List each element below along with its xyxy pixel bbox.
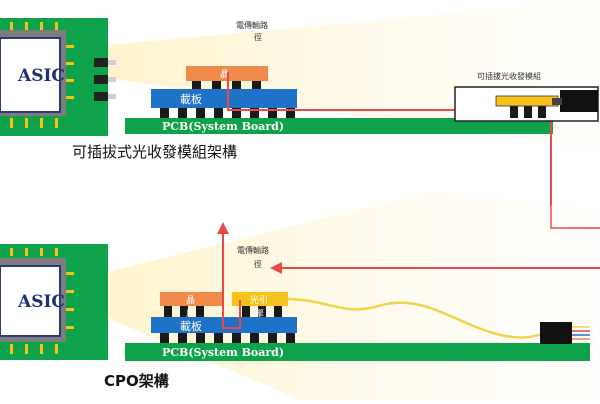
asic-board-top: ASIC: [0, 18, 116, 136]
caption-bottom: CPO架構: [104, 372, 169, 390]
electrical-path-label-bottom-1: 電傳輸路: [237, 245, 269, 255]
caption-top: 可插拔式光收發模組架構: [72, 143, 237, 161]
substrate-label-top: 載板: [180, 92, 202, 106]
arrow-left-icon: [270, 262, 282, 274]
optical-engine-label-bottom: 擎: [256, 308, 264, 318]
pcb-board-bottom: [125, 343, 590, 361]
asic-label-bottom: ASIC: [17, 292, 65, 312]
cpo-architecture: ASIC PCB(System Board) 載板 晶 片 光引 擎 電傳輸路 …: [0, 192, 600, 400]
optical-fiber-bottom: [287, 297, 543, 339]
chip-label-top: 晶: [220, 69, 229, 80]
optical-engine-bottom: [232, 292, 288, 306]
electrical-path-label-top-1: 電傳輸路: [236, 20, 268, 30]
solder-balls-top: [160, 108, 295, 118]
asic-label-top: ASIC: [17, 66, 65, 86]
fiber-connector-bottom: [540, 322, 572, 344]
substrate-label-bottom: 載板: [180, 319, 202, 333]
module-label-top: 可插拔光收發模組: [477, 71, 541, 81]
chip-label-bottom-lower: 片: [186, 308, 194, 318]
electrical-path-label-bottom-2: 徑: [254, 259, 262, 269]
plug-connectors-top: [94, 58, 116, 101]
chip-label-bottom-top: 晶: [186, 295, 195, 306]
pcb-label-top: PCB(System Board): [162, 120, 284, 133]
arrow-up-icon: [217, 222, 229, 234]
pcb-label-bottom: PCB(System Board): [162, 346, 284, 359]
optical-engine-top: [495, 95, 559, 107]
asic-board-bottom: ASIC: [0, 244, 108, 360]
fiber-connector-top: [560, 90, 598, 112]
substrate-top: [151, 89, 297, 108]
chip-bottom: [160, 292, 224, 306]
solder-balls-bottom: [160, 332, 295, 343]
pluggable-architecture: ASIC PCB(System Board) 載板 晶: [0, 0, 600, 161]
pcb-board-top: [125, 118, 553, 134]
electrical-path-label-top-2: 徑: [254, 32, 262, 42]
electrical-path-bottom-up: [222, 300, 241, 329]
optical-engine-label-top: 光引: [250, 294, 268, 306]
